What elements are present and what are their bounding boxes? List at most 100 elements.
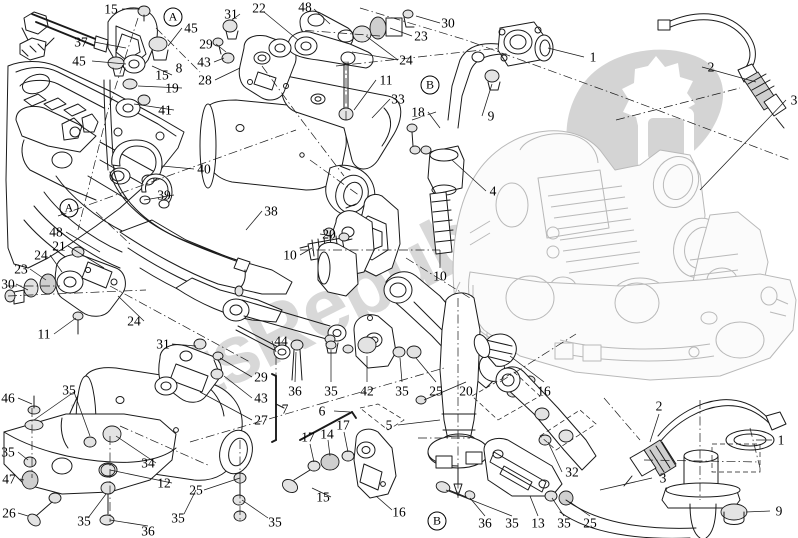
callout-number-44[interactable]: 44 xyxy=(274,333,288,349)
upper-muffler-assembly xyxy=(199,75,402,217)
callout-number-30[interactable]: 30 xyxy=(1,276,15,292)
left-lower-mount xyxy=(4,246,126,335)
callout-number-25[interactable]: 25 xyxy=(583,515,597,531)
callout-number-35[interactable]: 35 xyxy=(324,383,338,399)
callout-number-9[interactable]: 9 xyxy=(487,108,495,124)
callout-number-15[interactable]: 15 xyxy=(316,489,330,505)
bottom-fastener-row xyxy=(290,336,377,381)
dashed-outlines xyxy=(359,371,761,473)
callout-number-24[interactable]: 24 xyxy=(34,247,48,263)
callout-number-28[interactable]: 28 xyxy=(198,72,212,88)
callout-number-31[interactable]: 31 xyxy=(224,6,238,22)
callout-number-45[interactable]: 45 xyxy=(72,53,86,69)
bottom-linkage-6 xyxy=(282,411,397,499)
callout-number-26[interactable]: 26 xyxy=(2,505,16,521)
section-marker-b[interactable]: B xyxy=(420,75,440,95)
callout-number-13[interactable]: 13 xyxy=(531,515,545,531)
callout-number-29[interactable]: 29 xyxy=(199,36,213,52)
center-lines xyxy=(7,7,791,522)
section-marker-a[interactable]: A xyxy=(59,198,79,218)
header-flange-assembly xyxy=(406,21,554,196)
callout-number-2[interactable]: 2 xyxy=(655,398,663,414)
callout-number-27[interactable]: 27 xyxy=(254,412,268,428)
callout-number-46[interactable]: 46 xyxy=(1,390,15,406)
callout-number-20[interactable]: 20 xyxy=(459,383,473,399)
callout-number-11[interactable]: 11 xyxy=(37,326,51,342)
callout-number-35[interactable]: 35 xyxy=(1,444,15,460)
bottom-lambda-sensor xyxy=(559,399,787,538)
callout-number-9[interactable]: 9 xyxy=(775,503,783,519)
callout-number-24[interactable]: 24 xyxy=(399,52,413,68)
callout-number-7[interactable]: 7 xyxy=(281,401,289,417)
callout-number-14[interactable]: 14 xyxy=(320,426,334,442)
callout-number-20[interactable]: 20 xyxy=(322,226,336,242)
callout-number-2[interactable]: 2 xyxy=(707,59,715,75)
callout-number-23[interactable]: 23 xyxy=(14,261,28,277)
callout-number-24[interactable]: 24 xyxy=(127,313,141,329)
lower-main-pipe xyxy=(415,292,489,497)
muffler-hanger-bracket xyxy=(154,325,291,443)
callout-number-34[interactable]: 34 xyxy=(141,455,155,471)
callout-number-15[interactable]: 15 xyxy=(104,1,118,17)
callout-number-35[interactable]: 35 xyxy=(505,515,519,531)
lambda-sensor-top xyxy=(657,13,787,129)
section-marker-a[interactable]: A xyxy=(163,7,183,27)
callout-number-1[interactable]: 1 xyxy=(589,49,597,65)
callout-number-8[interactable]: 8 xyxy=(175,60,183,76)
callout-number-36[interactable]: 36 xyxy=(478,515,492,531)
callout-number-38[interactable]: 38 xyxy=(264,203,278,219)
callout-number-32[interactable]: 32 xyxy=(565,464,579,480)
callout-number-41[interactable]: 41 xyxy=(158,102,172,118)
callout-number-16[interactable]: 16 xyxy=(392,504,406,520)
callout-number-3[interactable]: 3 xyxy=(790,92,798,108)
callout-number-25[interactable]: 25 xyxy=(429,383,443,399)
top-center-bracket xyxy=(212,9,415,121)
callout-number-18[interactable]: 18 xyxy=(411,104,425,120)
callout-number-48[interactable]: 48 xyxy=(49,224,63,240)
callout-number-11[interactable]: 11 xyxy=(379,72,393,88)
callout-number-35[interactable]: 35 xyxy=(395,383,409,399)
callout-number-25[interactable]: 25 xyxy=(189,482,203,498)
callout-number-36[interactable]: 36 xyxy=(288,383,302,399)
callout-number-43[interactable]: 43 xyxy=(197,54,211,70)
callout-number-10[interactable]: 10 xyxy=(433,268,447,284)
callout-number-42[interactable]: 42 xyxy=(360,383,374,399)
callout-number-6[interactable]: 6 xyxy=(318,403,326,419)
callout-number-36[interactable]: 36 xyxy=(141,523,155,538)
section-marker-b[interactable]: B xyxy=(427,511,447,531)
callout-number-17[interactable]: 17 xyxy=(336,417,350,433)
callout-number-3[interactable]: 3 xyxy=(659,470,667,486)
callout-number-10[interactable]: 10 xyxy=(283,247,297,263)
callout-number-16[interactable]: 16 xyxy=(537,383,551,399)
callout-number-35[interactable]: 35 xyxy=(171,510,185,526)
callout-number-45[interactable]: 45 xyxy=(184,20,198,36)
callout-number-1[interactable]: 1 xyxy=(777,432,785,448)
callout-number-15[interactable]: 15 xyxy=(155,67,169,83)
callout-number-35[interactable]: 35 xyxy=(557,515,571,531)
callout-number-29[interactable]: 29 xyxy=(254,369,268,385)
callout-number-37[interactable]: 37 xyxy=(74,34,88,50)
callout-number-35[interactable]: 35 xyxy=(268,514,282,530)
callout-number-21[interactable]: 21 xyxy=(52,238,66,254)
callout-number-33[interactable]: 33 xyxy=(391,91,405,107)
callout-number-35[interactable]: 35 xyxy=(77,513,91,529)
callout-number-19[interactable]: 19 xyxy=(165,80,179,96)
callout-number-40[interactable]: 40 xyxy=(197,161,211,177)
sensor-cable-38 xyxy=(109,171,251,297)
callout-number-5[interactable]: 5 xyxy=(385,417,393,433)
callout-number-22[interactable]: 22 xyxy=(252,0,266,16)
callout-number-35[interactable]: 35 xyxy=(62,382,76,398)
callout-number-17[interactable]: 17 xyxy=(301,429,315,445)
callout-number-23[interactable]: 23 xyxy=(414,28,428,44)
mid-pipe-16 xyxy=(473,333,597,471)
callout-number-12[interactable]: 12 xyxy=(157,475,171,491)
callout-number-4[interactable]: 4 xyxy=(489,183,497,199)
clamp-parts xyxy=(111,139,173,209)
callout-number-39[interactable]: 39 xyxy=(157,187,171,203)
callout-number-47[interactable]: 47 xyxy=(2,471,16,487)
callout-number-48[interactable]: 48 xyxy=(298,0,312,15)
callout-number-31[interactable]: 31 xyxy=(156,336,170,352)
callout-number-43[interactable]: 43 xyxy=(254,390,268,406)
callout-number-30[interactable]: 30 xyxy=(441,15,455,31)
